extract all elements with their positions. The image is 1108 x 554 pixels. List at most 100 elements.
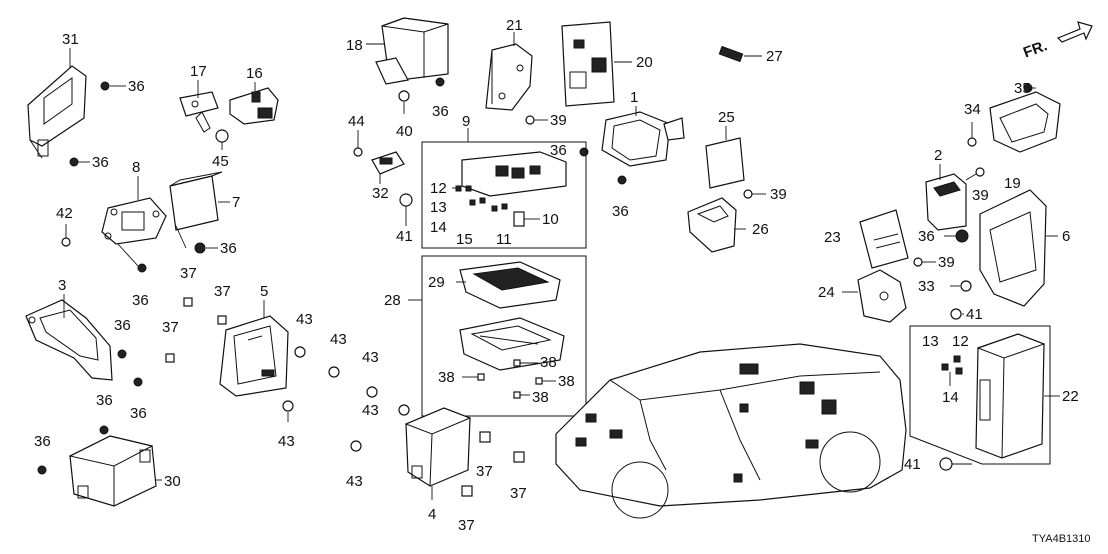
front-direction-label: FR.	[1021, 37, 1050, 61]
part-20-circuit-board	[561, 21, 615, 107]
callout-6: 6	[1062, 228, 1070, 245]
callout-39: 39	[972, 187, 989, 204]
callout-13: 13	[922, 333, 939, 350]
callout-39: 39	[550, 112, 567, 129]
callout-30: 30	[164, 473, 181, 490]
part-22-module	[975, 333, 1046, 459]
part-22-group-box	[909, 325, 1051, 465]
front-direction-arrow-icon	[1056, 21, 1093, 43]
callout-36: 36	[92, 154, 109, 171]
callout-28: 28	[384, 292, 401, 309]
callout-11: 11	[496, 231, 512, 248]
callout-43: 43	[362, 349, 379, 366]
vehicle-outline	[555, 343, 907, 519]
callout-43: 43	[362, 402, 379, 419]
callout-1: 1	[630, 89, 638, 106]
callout-25: 25	[718, 109, 735, 126]
callout-38: 38	[532, 389, 549, 406]
callout-32: 32	[372, 185, 389, 202]
callout-23: 23	[824, 229, 841, 246]
callout-19: 19	[1004, 175, 1021, 192]
callout-36: 36	[432, 103, 449, 120]
part-24-bracket	[857, 269, 907, 323]
part-32-switch	[371, 151, 405, 175]
part-8-bracket	[101, 197, 167, 245]
part-31-control-unit	[27, 65, 87, 159]
callout-41: 41	[904, 456, 921, 473]
part-43-screws	[282, 346, 410, 452]
callout-13: 13	[430, 199, 447, 216]
callout-38: 38	[558, 373, 575, 390]
callout-35: 35	[1014, 80, 1031, 97]
callout-43: 43	[296, 311, 313, 328]
callout-3: 3	[58, 277, 66, 294]
part-27-fuse	[718, 45, 744, 63]
callout-9: 9	[462, 113, 470, 130]
front-direction-indicator: FR.	[1021, 21, 1093, 61]
part-3-bracket	[25, 299, 113, 381]
callout-36: 36	[220, 240, 237, 257]
callout-43: 43	[330, 331, 347, 348]
callout-40: 40	[396, 123, 413, 140]
callout-labels: 31 36 36 17 16 45 8 7 42 36 36 3 36 36 3…	[34, 17, 1079, 534]
callout-16: 16	[246, 65, 263, 82]
callout-12: 12	[952, 333, 969, 350]
callout-36: 36	[132, 292, 149, 309]
part-19-bracket-module	[989, 91, 1061, 153]
diagram-code: TYA4B1310	[1032, 533, 1091, 545]
part-25-module	[705, 137, 745, 189]
part-16-sensor	[229, 87, 279, 125]
callout-8: 8	[132, 159, 140, 176]
callout-15: 15	[456, 231, 473, 248]
callout-37: 37	[510, 485, 527, 502]
part-29-cover	[459, 261, 561, 309]
callout-36: 36	[918, 228, 935, 245]
part-9-fuse-box	[461, 151, 567, 197]
callout-37: 37	[476, 463, 493, 480]
callout-38: 38	[438, 369, 455, 386]
callout-37: 37	[458, 517, 475, 534]
callout-36: 36	[128, 78, 145, 95]
part-26-bracket	[687, 197, 737, 253]
callout-17: 17	[190, 63, 207, 80]
callout-36: 36	[114, 317, 131, 334]
callout-37: 37	[162, 319, 179, 336]
callout-38: 38	[540, 354, 557, 371]
callout-20: 20	[636, 54, 653, 71]
part-18-module	[375, 17, 449, 85]
callout-18: 18	[346, 37, 363, 54]
part-30-module	[68, 435, 157, 507]
callout-34: 34	[964, 101, 981, 118]
callout-31: 31	[62, 31, 79, 48]
callout-37: 37	[214, 283, 231, 300]
callout-43: 43	[278, 433, 295, 450]
part-4-module	[404, 407, 472, 487]
callout-21: 21	[506, 17, 523, 34]
callout-37: 37	[180, 265, 197, 282]
part-5-module	[219, 315, 289, 397]
callout-36: 36	[130, 405, 147, 422]
callout-41: 41	[966, 306, 983, 323]
callout-24: 24	[818, 284, 835, 301]
callout-27: 27	[766, 48, 783, 65]
callout-33: 33	[918, 278, 935, 295]
part-28-group-box	[421, 255, 587, 417]
callout-45: 45	[212, 153, 229, 170]
callout-14: 14	[942, 389, 959, 406]
callout-12: 12	[430, 180, 447, 197]
callout-36: 36	[612, 203, 629, 220]
part-21-bracket	[485, 43, 533, 111]
part-9-group-box	[421, 141, 587, 249]
callout-14: 14	[430, 219, 447, 236]
part-2-module	[925, 173, 967, 231]
callout-5: 5	[260, 283, 268, 300]
callout-41: 41	[396, 228, 413, 245]
callout-36: 36	[34, 433, 51, 450]
callout-29: 29	[428, 274, 445, 291]
callout-36: 36	[96, 392, 113, 409]
callout-22: 22	[1062, 388, 1079, 405]
callout-39: 39	[770, 186, 787, 203]
part-6-bracket	[979, 189, 1047, 307]
part-37-clips-center	[461, 431, 525, 497]
